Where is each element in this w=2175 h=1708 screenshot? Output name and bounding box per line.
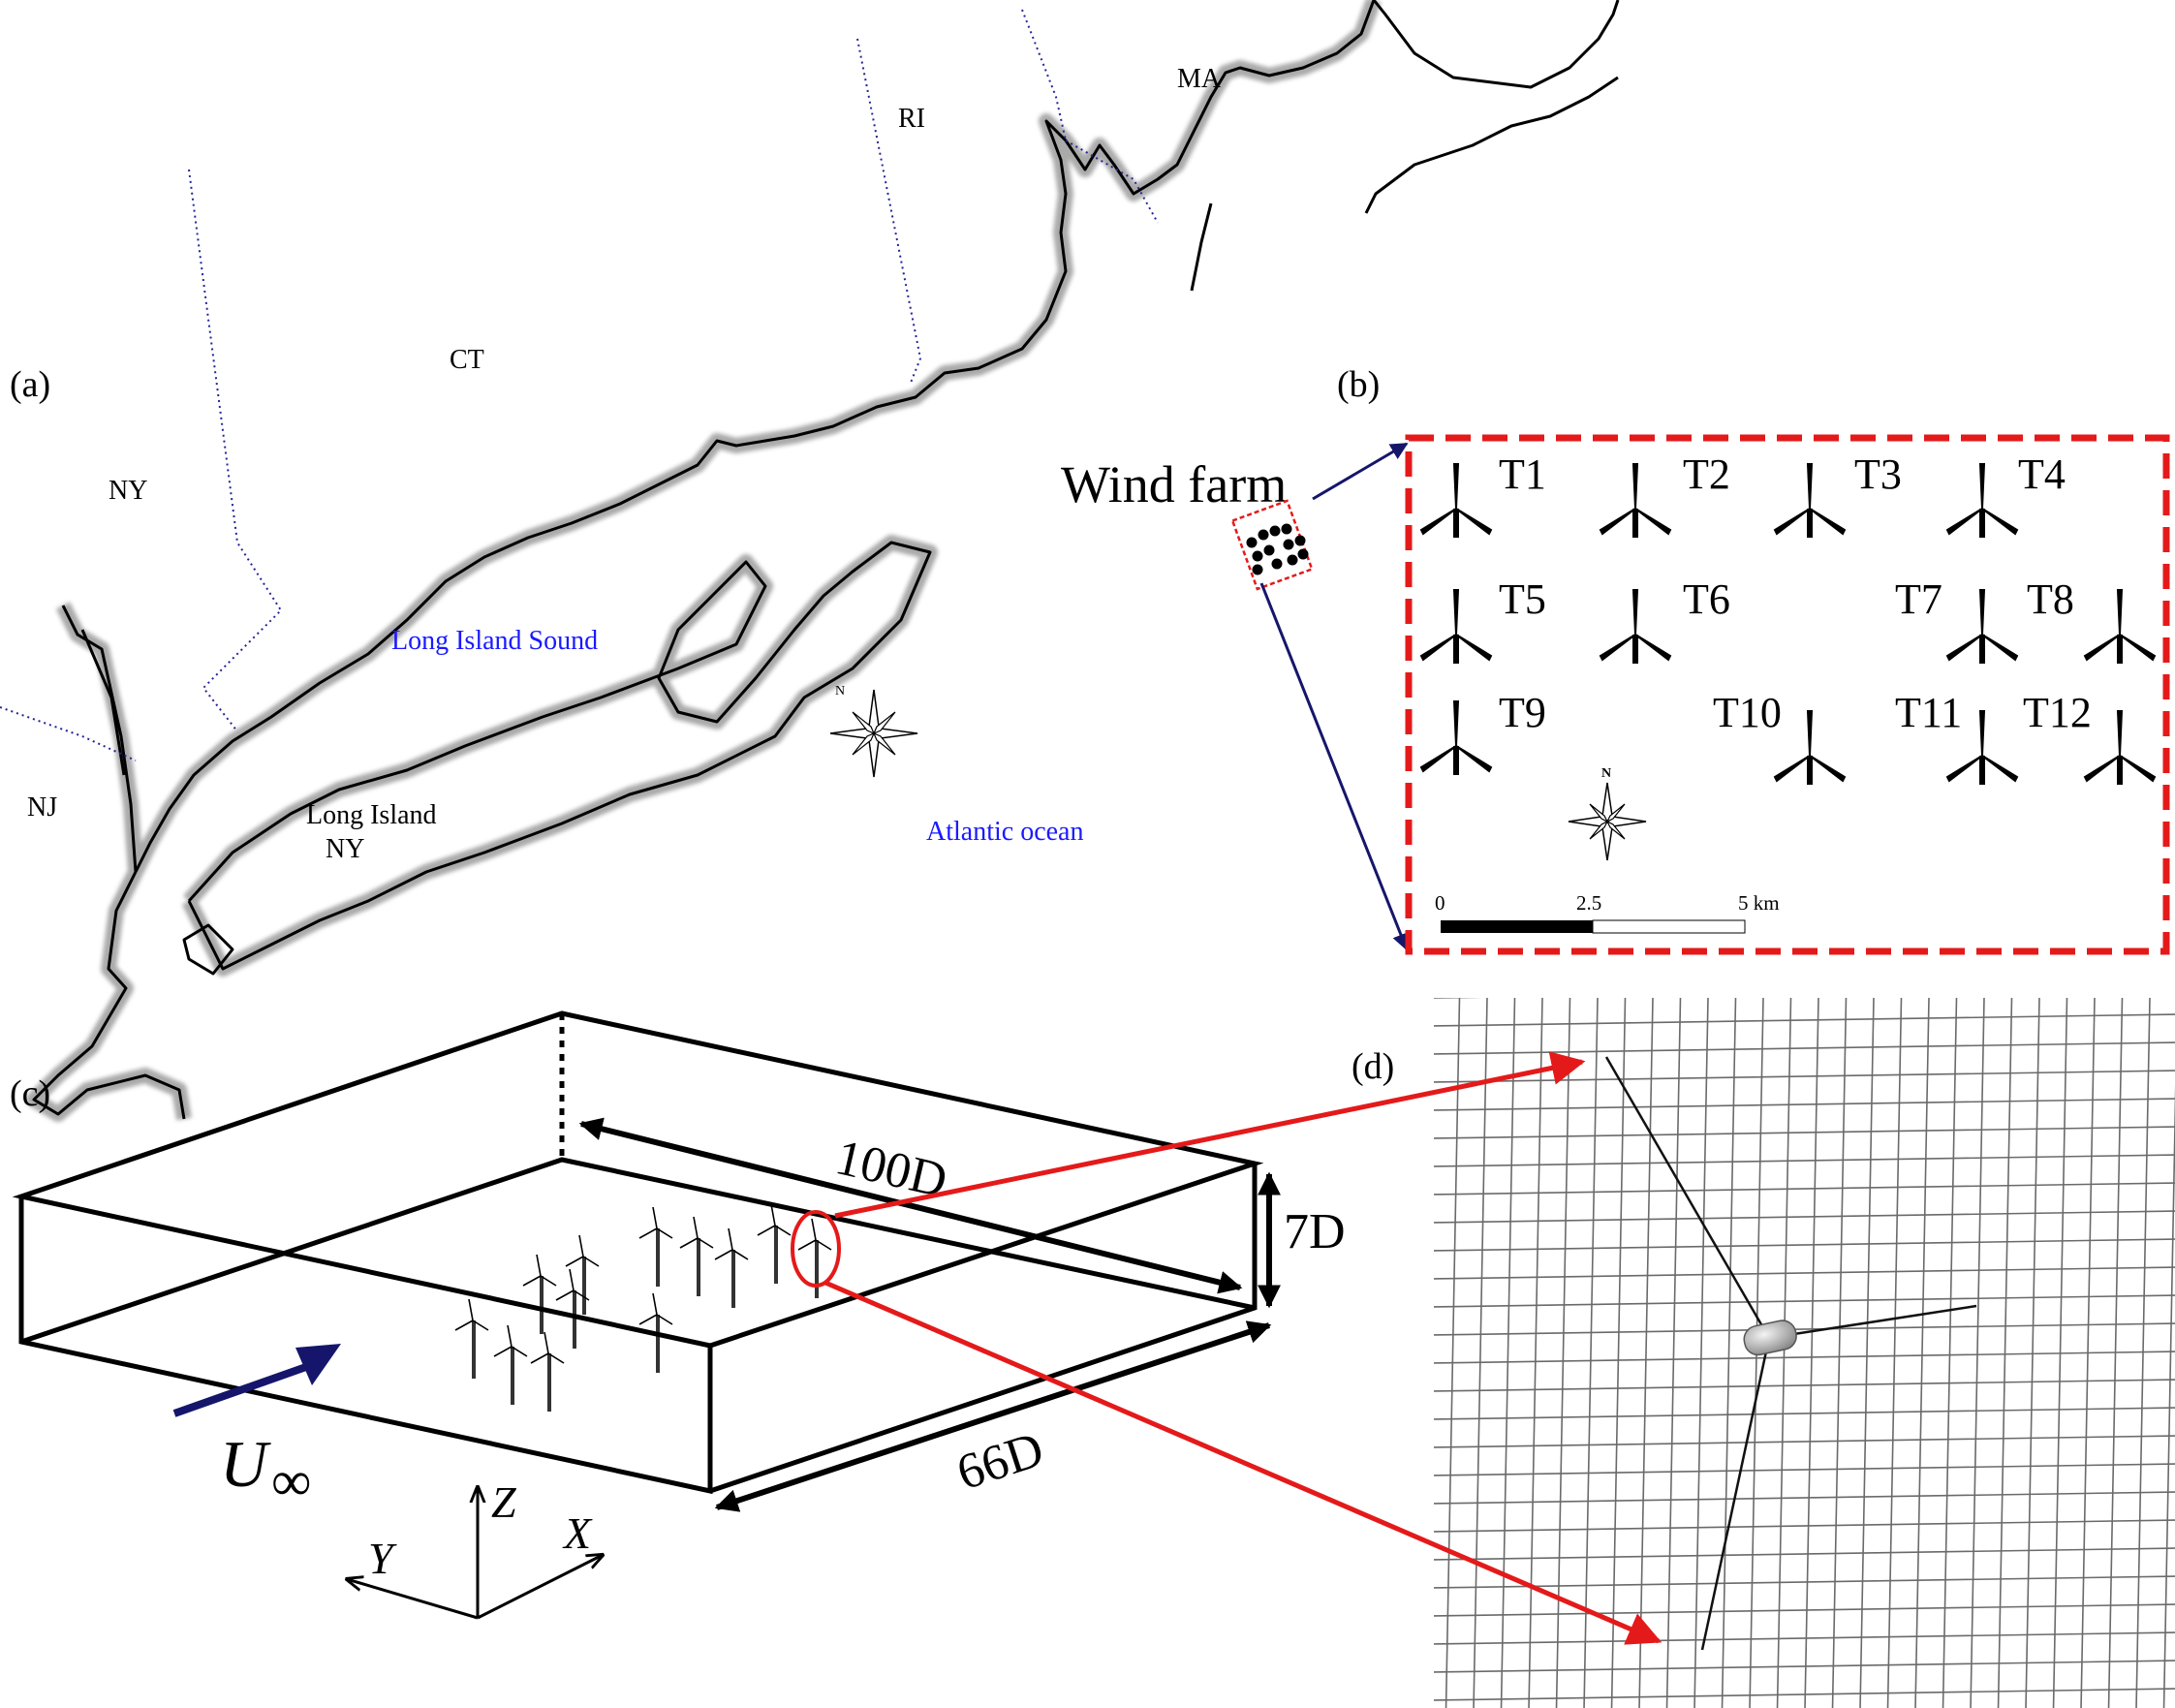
panel-label-a: (a) (10, 364, 50, 405)
axis-label-y: Y (368, 1534, 397, 1583)
domain-turbine-icon (679, 1216, 714, 1296)
label-ny-upper: NY (109, 476, 147, 506)
turbine-icon (1419, 463, 1493, 538)
panel-label-c: (c) (10, 1073, 50, 1114)
domain-turbine-icon (797, 1218, 832, 1298)
label-long-island: Long Island (306, 800, 437, 830)
turbine-icon (1599, 589, 1672, 664)
domain-turbine-icon (638, 1292, 673, 1373)
turbine-icon (1945, 710, 2019, 785)
turbine-icon (1945, 463, 2019, 538)
coordinate-axes (347, 1487, 603, 1620)
label-ny-island: NY (326, 834, 364, 864)
turbine-icon (1599, 463, 1672, 538)
label-ct: CT (450, 345, 484, 375)
inflow-infinity: ∞ (271, 1449, 311, 1512)
turbine-label-t7: T7 (1895, 575, 1942, 623)
turbine-icon (2083, 710, 2157, 785)
map-compass-label: N (835, 684, 845, 699)
turbine-label-t1: T1 (1499, 450, 1546, 498)
domain-turbine-array (454, 1203, 832, 1412)
label-ma: MA (1177, 64, 1222, 94)
mesh-detail (1434, 998, 2175, 1708)
dim-label-66d: 66D (950, 1422, 1050, 1502)
domain-turbine-icon (638, 1206, 673, 1287)
inflow-arrow (172, 1344, 341, 1417)
turbine-label-t8: T8 (2027, 575, 2074, 623)
scale-tick-5km: 5 km (1738, 891, 1780, 915)
map-compass-icon: N (829, 684, 918, 778)
panel-label-d: (d) (1352, 1046, 1394, 1087)
domain-turbine-icon (757, 1203, 792, 1284)
turbine-label-t11: T11 (1895, 689, 1962, 736)
turbine-icon (1945, 589, 2019, 664)
turbine-layout (1419, 463, 2157, 785)
turbine-label-t10: T10 (1713, 689, 1782, 736)
scale-tick-0: 0 (1435, 891, 1445, 915)
turbine-icon (1773, 463, 1847, 538)
panel-label-b: (b) (1337, 364, 1380, 405)
domain-turbine-icon (454, 1298, 489, 1379)
wind-farm-locator: Wind farm (1061, 442, 1410, 951)
inset-compass-icon: N (1568, 766, 1647, 861)
turbine-icon (2083, 589, 2157, 664)
label-nj: NJ (27, 792, 57, 823)
inset-compass-label: N (1601, 766, 1611, 781)
turbine-label-t9: T9 (1499, 689, 1546, 736)
turbine-label-t12: T12 (2023, 689, 2092, 736)
wind-farm-label: Wind farm (1061, 455, 1287, 513)
domain-turbine-icon (530, 1331, 565, 1412)
domain-turbine-icon (493, 1324, 528, 1405)
inflow-label: U (220, 1427, 271, 1501)
turbine-label-t2: T2 (1683, 450, 1730, 498)
computational-domain (12, 1010, 1281, 1512)
turbine-icon (1773, 710, 1847, 785)
domain-turbine-icon (714, 1227, 749, 1308)
turbine-icon (1419, 700, 1493, 775)
coastline-map: N (0, 0, 1620, 1122)
turbine-label-t3: T3 (1854, 450, 1902, 498)
label-ri: RI (898, 104, 925, 134)
rotor-detail (1604, 1056, 1977, 1651)
wind-farm-inset: T1 T2 T3 T4 T5 T6 T7 T8 T9 T10 T11 T12 N (1405, 434, 2170, 955)
scale-tick-2-5: 2.5 (1576, 891, 1601, 915)
dim-label-7d: 7D (1284, 1204, 1346, 1259)
zoom-arrows (824, 1051, 1662, 1645)
turbine-label-t5: T5 (1499, 575, 1546, 623)
turbine-icon (1419, 589, 1493, 664)
axis-label-x: X (562, 1508, 593, 1558)
domain-turbine-icon (522, 1254, 557, 1334)
label-long-island-sound: Long Island Sound (391, 626, 598, 656)
turbine-label-t6: T6 (1683, 575, 1730, 623)
turbine-label-t4: T4 (2018, 450, 2066, 498)
domain-turbine-icon (565, 1234, 600, 1315)
scale-bar: 0 2.5 5 km (1435, 891, 1780, 934)
nacelle-icon (1743, 1320, 1797, 1356)
label-atlantic-ocean: Atlantic ocean (926, 817, 1083, 847)
axis-label-z: Z (491, 1477, 516, 1527)
domain-turbine-icon (555, 1268, 590, 1349)
